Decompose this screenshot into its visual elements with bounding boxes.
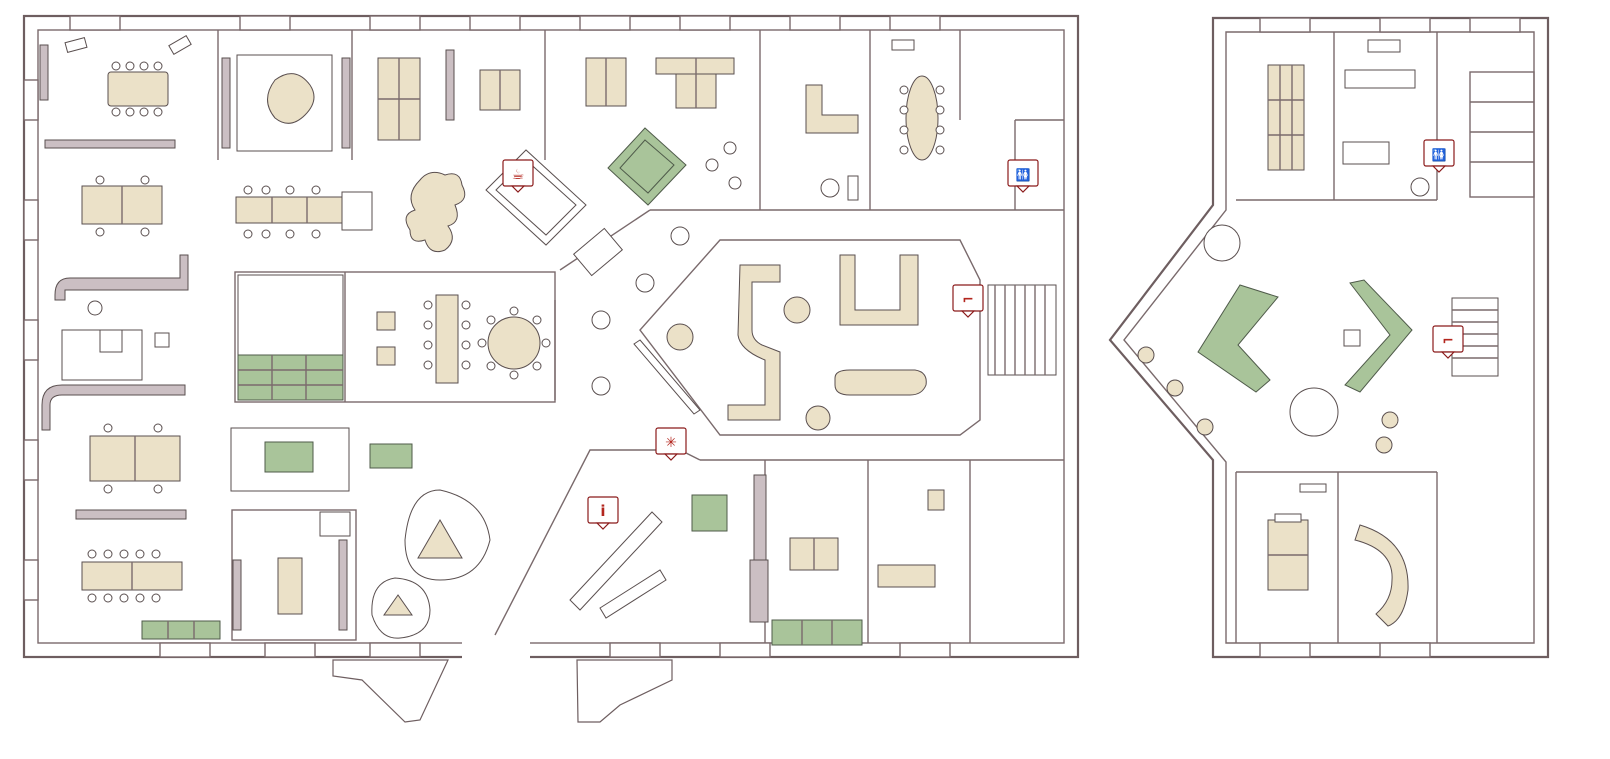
entrance-gap (462, 640, 530, 660)
green-lounges-lower (230, 427, 413, 492)
restroom-icon: 🚻 (1432, 148, 1447, 162)
annex-bistro-tables (1137, 346, 1399, 454)
annex-green-workstations (1197, 224, 1413, 437)
desk-cluster-1 (81, 175, 163, 237)
first-aid-icon: ✳ (665, 435, 677, 451)
annex-bottom-rooms (1267, 483, 1409, 627)
interior-walls (217, 30, 1064, 643)
lower-right-offices (691, 474, 945, 646)
corridor-columns (591, 226, 690, 396)
oval-meeting-room (891, 39, 945, 161)
restroom-icon: 🚻 (1016, 168, 1031, 182)
info-sign[interactable]: i (587, 496, 619, 530)
reception-desks (569, 511, 667, 619)
desk-cluster-2 (75, 423, 187, 520)
restroom-sign-main[interactable]: 🚻 (1007, 159, 1039, 193)
collab-room-middle (237, 274, 551, 401)
info-icon: i (600, 502, 605, 520)
cafe-icon: ☕ (512, 167, 525, 183)
teardrop-meeting-area (371, 489, 491, 639)
stairs-icon: ⌐ (962, 292, 974, 308)
green-lounge-diamond (607, 127, 742, 206)
workstations-top-center (377, 49, 521, 141)
annex-interior-walls (1235, 32, 1535, 643)
stairs-sign-annex[interactable]: ⌐ (1432, 325, 1464, 359)
windows-top (69, 15, 941, 31)
map-signs: ☕ 🚻 ⌐ ✳ i 🚻 ⌐ (502, 139, 1464, 530)
workstations-top-right (585, 57, 735, 109)
annex-outer-wall (1108, 16, 1550, 659)
cloud-tables (405, 171, 466, 253)
open-workspace-hexagon (633, 254, 927, 431)
main-building (22, 14, 1080, 723)
annex-top-rooms (1267, 39, 1430, 197)
annex-building (1108, 16, 1550, 659)
windows-bottom (159, 642, 951, 658)
quiet-room-top (221, 54, 351, 152)
terraces (332, 659, 673, 723)
stairs-icon: ⌐ (1442, 333, 1454, 349)
stairs-main (987, 284, 1057, 376)
bench-desk-row (235, 185, 373, 239)
lounge-sofa-left (41, 254, 189, 431)
windows-left (23, 79, 39, 601)
boardroom-bottom (232, 511, 351, 631)
cafe-sign[interactable]: ☕ (502, 159, 534, 193)
restroom-sign-annex[interactable]: 🚻 (1423, 139, 1455, 173)
first-aid-sign[interactable]: ✳ (655, 427, 687, 461)
stairs-sign-main[interactable]: ⌐ (952, 284, 984, 318)
annex-windows (1259, 17, 1521, 658)
office-l-desk (805, 84, 859, 201)
desk-cluster-3 (81, 549, 221, 640)
meeting-area-top-left (39, 34, 192, 149)
